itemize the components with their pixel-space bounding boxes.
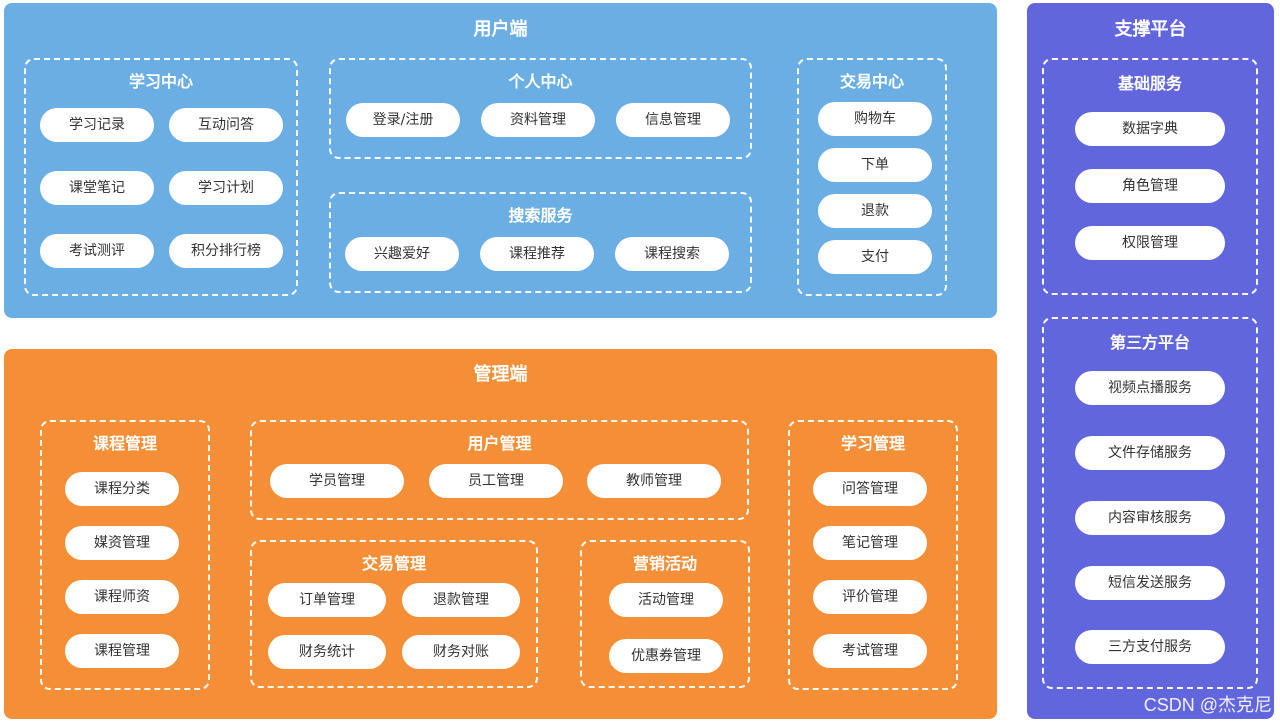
pill-notes-mgmt[interactable]: 笔记管理: [813, 526, 927, 560]
group-search-service: 搜索服务 兴趣爱好 课程推荐 课程搜索: [329, 192, 752, 293]
pill-staff-mgmt[interactable]: 员工管理: [429, 464, 563, 498]
watermark: CSDN @杰克尼: [1143, 695, 1272, 715]
group-title-course-mgmt: 课程管理: [92, 434, 157, 453]
pill-review-mgmt[interactable]: 评价管理: [813, 580, 927, 614]
admin-panel: 管理端 课程管理 课程分类 媒资管理 课程师资 课程管理 用户管理 学员管理 员…: [4, 349, 997, 719]
pill-sms-service[interactable]: 短信发送服务: [1075, 566, 1225, 600]
pill-payment[interactable]: 支付: [818, 240, 932, 274]
pill-file-storage-service[interactable]: 文件存储服务: [1075, 436, 1225, 470]
group-title-third-party: 第三方平台: [1109, 333, 1190, 352]
pill-third-party-payment[interactable]: 三方支付服务: [1075, 630, 1225, 664]
pill-data-dictionary[interactable]: 数据字典: [1075, 112, 1225, 146]
pill-vod-service[interactable]: 视频点播服务: [1075, 371, 1225, 405]
pill-content-audit-service[interactable]: 内容审核服务: [1075, 501, 1225, 535]
pill-exam-test[interactable]: 考试测评: [40, 234, 154, 268]
pill-role-mgmt[interactable]: 角色管理: [1075, 169, 1225, 203]
pill-study-record[interactable]: 学习记录: [40, 108, 154, 142]
group-trade-mgmt: 交易管理 订单管理 退款管理 财务统计 财务对账: [250, 540, 538, 688]
pill-refund-mgmt[interactable]: 退款管理: [402, 583, 520, 617]
group-user-mgmt: 用户管理 学员管理 员工管理 教师管理: [250, 420, 749, 520]
pill-course-manage[interactable]: 课程管理: [65, 634, 179, 668]
pill-exam-mgmt[interactable]: 考试管理: [813, 634, 927, 668]
pill-shopping-cart[interactable]: 购物车: [818, 102, 932, 136]
pill-order-mgmt[interactable]: 订单管理: [268, 583, 386, 617]
pill-interactive-qa[interactable]: 互动问答: [169, 108, 283, 142]
group-title-trade-center: 交易中心: [839, 72, 904, 91]
pill-course-category[interactable]: 课程分类: [65, 472, 179, 506]
pill-qa-mgmt[interactable]: 问答管理: [813, 472, 927, 506]
group-title-trade-mgmt: 交易管理: [361, 554, 426, 573]
pill-course-teachers[interactable]: 课程师资: [65, 580, 179, 614]
support-panel: 支撑平台 基础服务 数据字典 角色管理 权限管理 第三方平台 视频点播服务 文件…: [1027, 3, 1274, 719]
group-study-mgmt: 学习管理 问答管理 笔记管理 评价管理 考试管理: [788, 420, 958, 690]
pill-study-plan[interactable]: 学习计划: [169, 171, 283, 205]
group-title-study-center: 学习中心: [128, 72, 193, 91]
pill-interests[interactable]: 兴趣爱好: [345, 237, 459, 271]
group-title-study-mgmt: 学习管理: [840, 434, 905, 453]
support-panel-title: 支撑平台: [1114, 19, 1187, 40]
pill-finance-reconcile[interactable]: 财务对账: [402, 635, 520, 669]
pill-course-search[interactable]: 课程搜索: [615, 237, 729, 271]
group-trade-center: 交易中心 购物车 下单 退款 支付: [797, 58, 947, 296]
pill-coupon-mgmt[interactable]: 优惠券管理: [609, 639, 723, 673]
pill-student-mgmt[interactable]: 学员管理: [270, 464, 404, 498]
user-panel-title: 用户端: [473, 19, 528, 40]
group-basic-service: 基础服务 数据字典 角色管理 权限管理: [1042, 58, 1258, 295]
group-personal-center: 个人中心 登录/注册 资料管理 信息管理: [329, 58, 752, 159]
pill-media-mgmt[interactable]: 媒资管理: [65, 526, 179, 560]
pill-message-mgmt[interactable]: 信息管理: [616, 103, 730, 137]
group-title-personal-center: 个人中心: [508, 72, 573, 91]
pill-profile-mgmt[interactable]: 资料管理: [481, 103, 595, 137]
group-title-marketing: 营销活动: [632, 554, 697, 573]
group-title-basic-service: 基础服务: [1117, 74, 1182, 93]
group-third-party: 第三方平台 视频点播服务 文件存储服务 内容审核服务 短信发送服务 三方支付服务: [1042, 317, 1258, 689]
pill-refund[interactable]: 退款: [818, 194, 932, 228]
pill-points-rank[interactable]: 积分排行榜: [169, 234, 283, 268]
pill-course-recommend[interactable]: 课程推荐: [480, 237, 594, 271]
admin-panel-title: 管理端: [473, 364, 528, 385]
group-title-user-mgmt: 用户管理: [467, 434, 532, 453]
group-course-mgmt: 课程管理 课程分类 媒资管理 课程师资 课程管理: [40, 420, 210, 690]
pill-activity-mgmt[interactable]: 活动管理: [609, 583, 723, 617]
pill-class-notes[interactable]: 课堂笔记: [40, 171, 154, 205]
group-title-search-service: 搜索服务: [508, 206, 573, 225]
pill-place-order[interactable]: 下单: [818, 148, 932, 182]
pill-permission-mgmt[interactable]: 权限管理: [1075, 226, 1225, 260]
group-marketing: 营销活动 活动管理 优惠券管理: [580, 540, 750, 688]
pill-teacher-mgmt[interactable]: 教师管理: [587, 464, 721, 498]
user-panel: 用户端 学习中心 学习记录 互动问答 课堂笔记 学习计划 考试测评 积分排行榜 …: [4, 3, 997, 318]
group-study-center: 学习中心 学习记录 互动问答 课堂笔记 学习计划 考试测评 积分排行榜: [24, 58, 298, 296]
pill-login-register[interactable]: 登录/注册: [346, 103, 460, 137]
pill-finance-stats[interactable]: 财务统计: [268, 635, 386, 669]
